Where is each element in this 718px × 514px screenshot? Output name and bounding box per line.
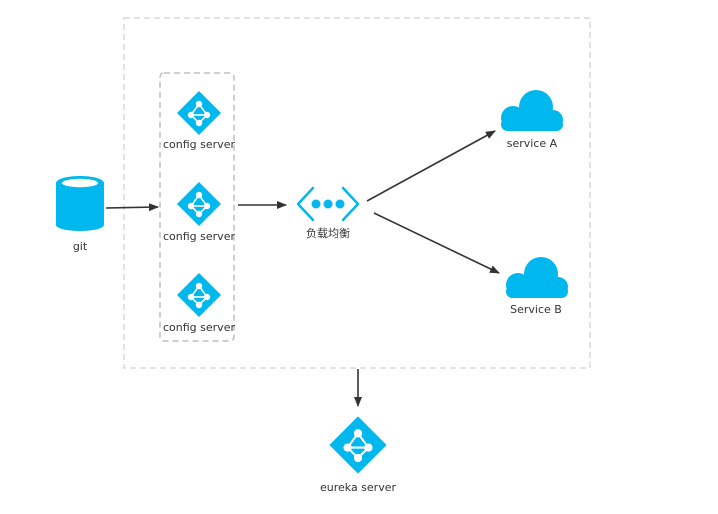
cloud-icon	[501, 90, 563, 131]
arrow-git-to-config	[105, 203, 159, 212]
arrow-balancer-to-service-a	[366, 130, 496, 202]
config-server-group-border	[159, 72, 235, 342]
network-diamond-icon	[176, 181, 222, 227]
load-balancer-label: 负载均衡	[306, 227, 350, 240]
config-server-label: config server	[163, 138, 235, 151]
network-diamond-icon	[176, 272, 222, 318]
network-diamond-icon	[176, 90, 222, 136]
load-balancer-icon	[296, 186, 360, 222]
git-label: git	[72, 240, 88, 253]
service-a-label: service A	[506, 137, 558, 150]
database-icon	[56, 176, 104, 231]
network-diamond-icon	[328, 415, 388, 475]
eureka-server-label: eureka server	[319, 481, 397, 494]
cloud-icon	[506, 257, 568, 298]
outer-group-border	[123, 17, 591, 369]
arrow-balancer-to-service-b	[373, 212, 500, 274]
config-server-label: config server	[163, 321, 235, 334]
config-server-label: config server	[163, 230, 235, 243]
service-b-label: Service B	[510, 303, 562, 316]
